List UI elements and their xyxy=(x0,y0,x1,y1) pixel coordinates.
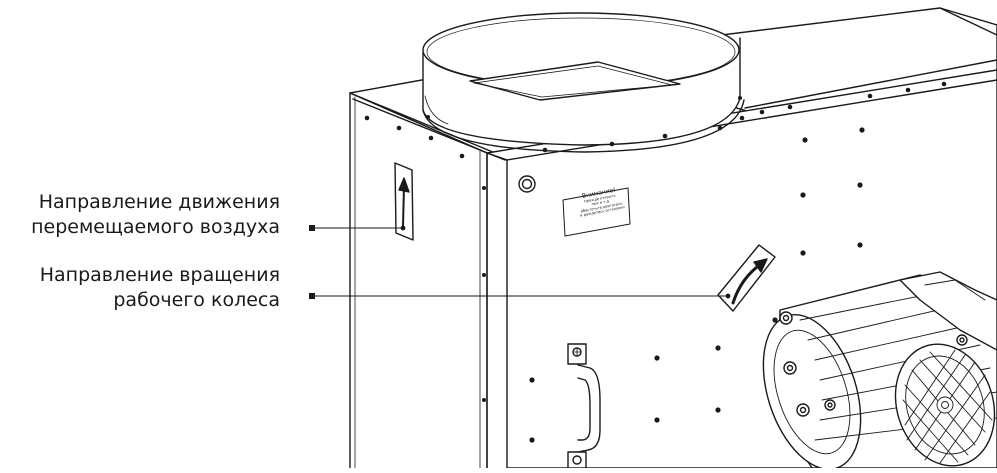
rotation-direction-arrow-icon xyxy=(717,244,776,312)
rotation-callout-line1: Направление вращения xyxy=(39,264,280,286)
warning-plate-outline xyxy=(562,187,631,237)
front-panel-rivets xyxy=(529,127,865,443)
fan-cover-grille-icon xyxy=(902,349,993,464)
airflow-leader-marker xyxy=(309,225,315,231)
airflow-direction-callout: Направление движения перемещаемого возду… xyxy=(31,190,280,240)
leader-lines xyxy=(311,227,729,297)
airflow-direction-arrow-icon xyxy=(394,162,414,241)
door-handle xyxy=(567,343,601,469)
rotation-direction-callout: Направление вращения рабочего колеса xyxy=(40,263,280,313)
corner-bolt-icon xyxy=(518,175,536,193)
rotation-leader-marker xyxy=(309,293,315,299)
side-panel-rivets xyxy=(482,186,486,402)
rotation-callout-line2: рабочего колеса xyxy=(113,289,280,311)
housing-left-side xyxy=(349,92,488,469)
motor-mount-bolts xyxy=(779,311,968,417)
electric-motor xyxy=(762,271,997,470)
airflow-callout-line2: перемещаемого воздуха xyxy=(31,216,280,238)
duct-collar xyxy=(422,12,745,153)
top-edge-bolts xyxy=(364,81,947,159)
airflow-callout-line1: Направление движения xyxy=(38,191,280,213)
